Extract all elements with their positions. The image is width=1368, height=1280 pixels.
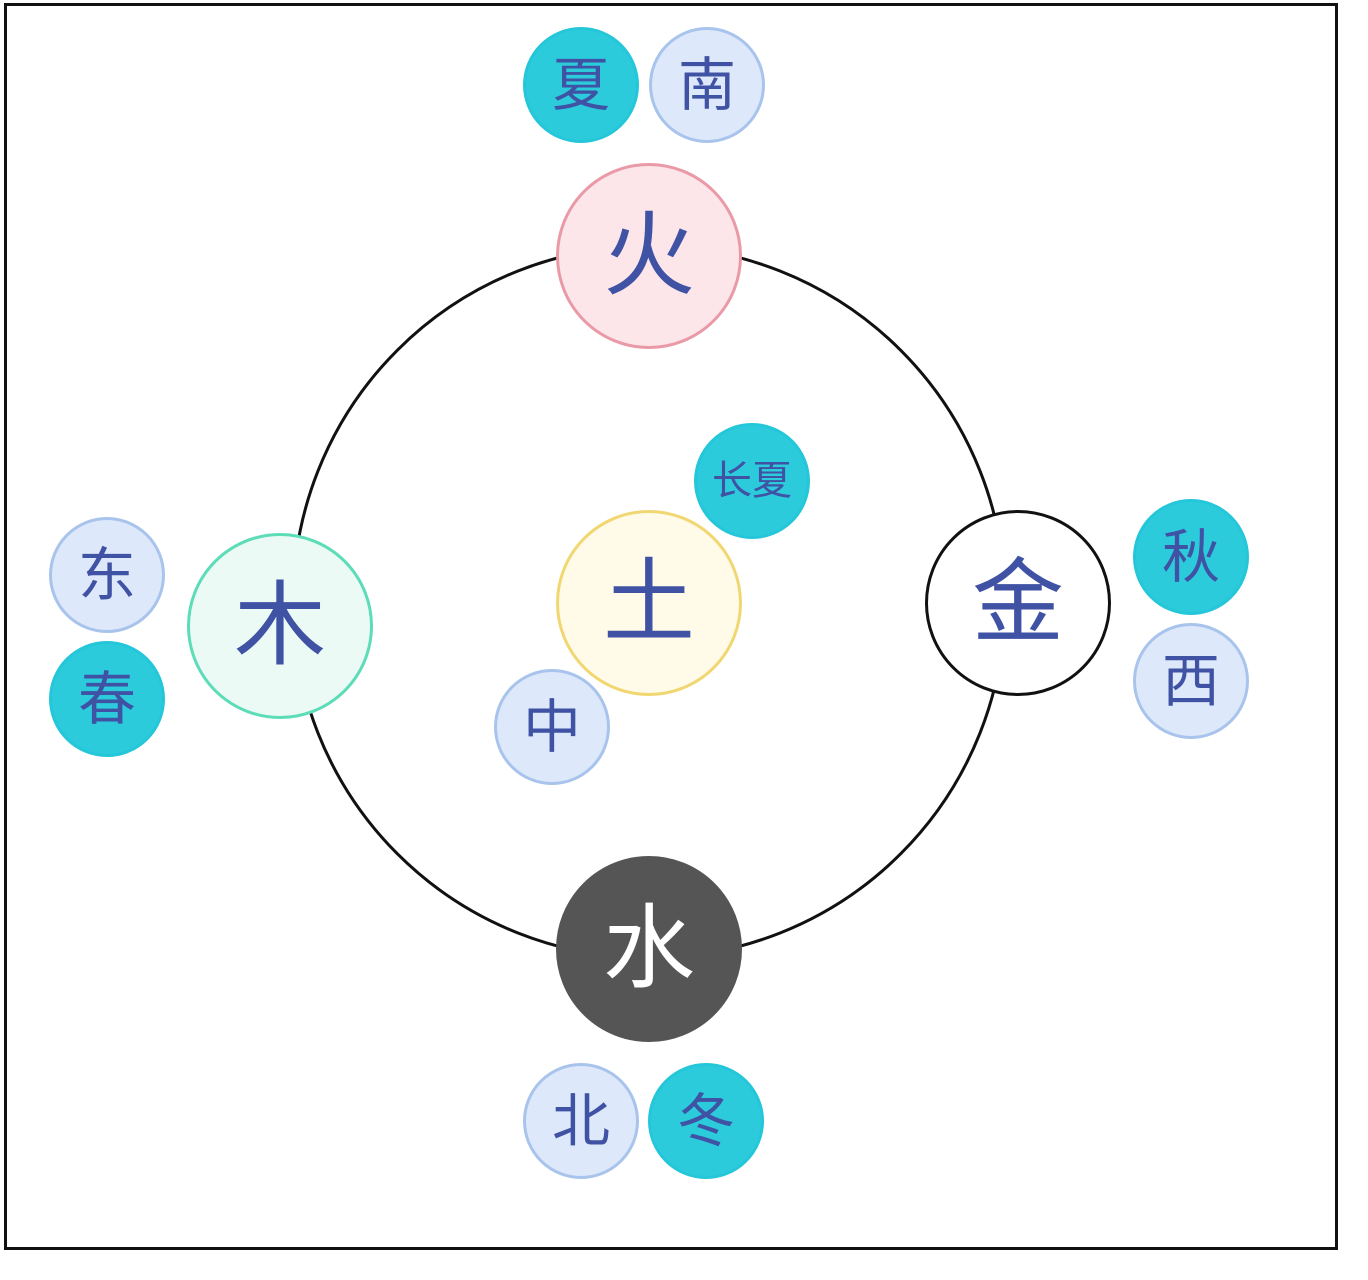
season-spring-tag: 春 [49,641,165,757]
season-winter-tag: 冬 [648,1063,764,1179]
direction-east-tag: 东 [49,517,165,633]
season-autumn-tag: 秋 [1133,499,1249,615]
element-earth-node: 土 [556,510,742,696]
element-wood-node: 木 [187,533,373,719]
element-metal-node: 金 [925,510,1111,696]
element-fire-node: 火 [556,163,742,349]
direction-center-tag: 中 [494,669,610,785]
direction-south-tag: 南 [649,27,765,143]
season-summer-tag: 夏 [523,27,639,143]
element-water-node: 水 [556,856,742,1042]
direction-north-tag: 北 [523,1063,639,1179]
season-late-summer-tag: 长夏 [694,423,810,539]
direction-west-tag: 西 [1133,623,1249,739]
